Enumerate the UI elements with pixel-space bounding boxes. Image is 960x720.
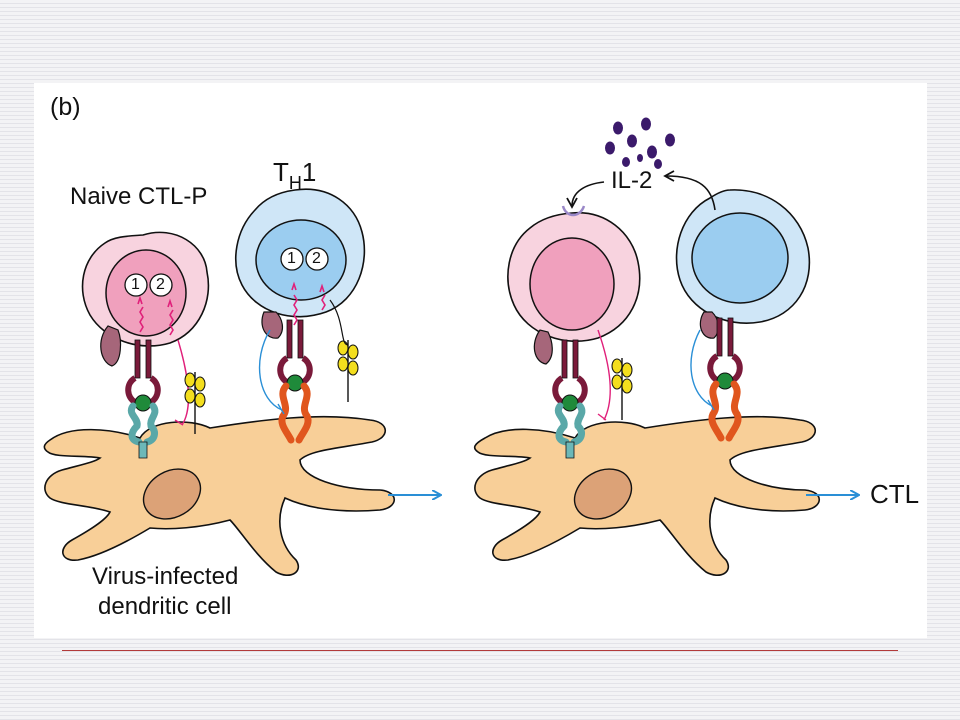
dendritic-label-line1: Virus-infected (92, 563, 239, 590)
ctl-label: CTL (870, 479, 920, 509)
dendritic-nucleus-left (142, 468, 202, 520)
signal-circles-th1 (280, 247, 329, 271)
signal-2-ctlp: 2 (156, 276, 165, 293)
signal-2-th1: 2 (312, 250, 321, 267)
costim-th1-left (337, 339, 359, 403)
th1-label: TH1 (273, 157, 317, 193)
dendritic-cell-right (473, 415, 821, 576)
activated-ctlp-cell (507, 205, 641, 365)
naive-ctlp-label: Naive CTL-P (70, 183, 208, 210)
signal-1-th1: 1 (287, 250, 296, 267)
slide-divider (62, 650, 898, 651)
th1-label-one: 1 (301, 157, 317, 187)
th1-label-h: H (288, 173, 302, 193)
cd40-line-right (690, 329, 713, 407)
th1-cell-right (675, 189, 811, 339)
panel-label: (b) (50, 93, 81, 121)
il2-label: IL-2 (611, 167, 653, 194)
signal-1-ctlp: 1 (131, 276, 140, 293)
naive-ctlp-cell (81, 231, 210, 367)
costim-ctl (611, 357, 633, 421)
dendritic-label-line2: dendritic cell (98, 593, 232, 620)
il2-arrow-from-th1 (663, 170, 716, 211)
th1-label-t: T (273, 157, 289, 187)
dendritic-nucleus-right (573, 468, 633, 520)
il2-arrow-to-ctl (566, 181, 605, 209)
cd40-line-left (258, 329, 283, 411)
signal-circles-ctlp (124, 273, 173, 297)
dendritic-cell-left (43, 415, 396, 576)
il2-molecules (605, 117, 675, 169)
